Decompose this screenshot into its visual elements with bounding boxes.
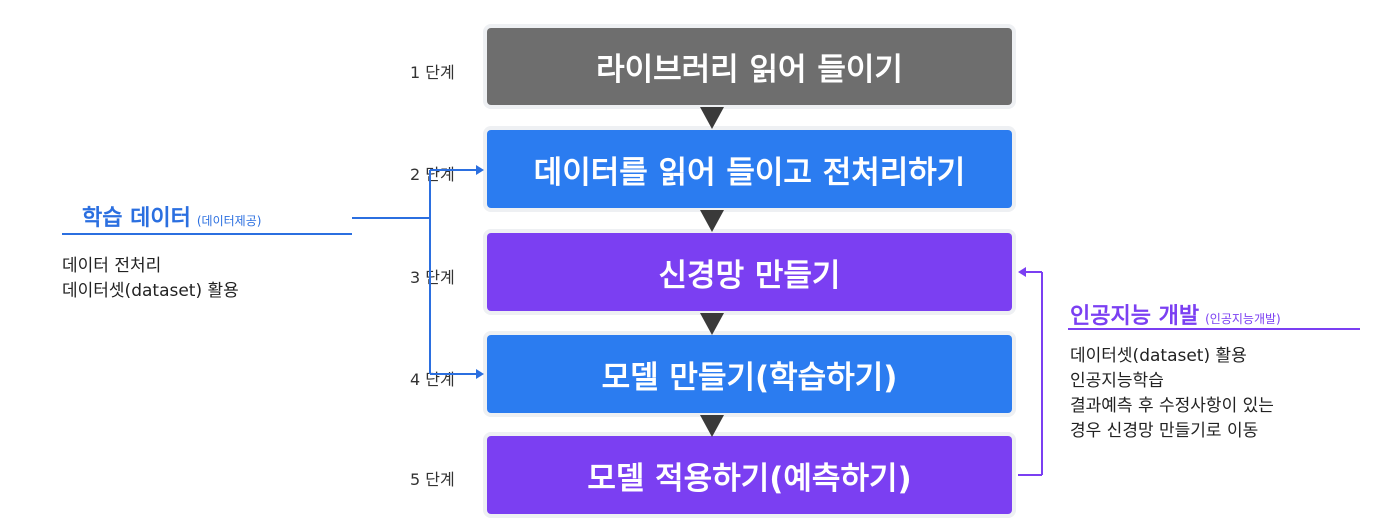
step-5-title: 모델 적용하기(예측하기) [587, 460, 912, 497]
step-3-title: 신경망 만들기 [658, 257, 841, 294]
arrow-down-2-3 [700, 210, 724, 232]
step-5-label: 5 단계 [410, 470, 455, 489]
ai-dev-line: 인공지능학습 [1070, 371, 1164, 391]
ai-dev-connector [1018, 271, 1043, 476]
training-data-connector [352, 169, 478, 375]
step-1-box: 라이브러리 읽어 들이기 [487, 28, 1012, 105]
training-data-line: 데이터 전처리 [62, 256, 162, 276]
step-1-label: 1 단계 [410, 63, 455, 82]
ai-dev-title: 인공지능 개발 (인공지능개발) [1070, 298, 1281, 330]
arrow-right-step-4 [476, 369, 484, 379]
ai-dev-title-text: 인공지능 개발 [1070, 304, 1200, 329]
ai-dev-subtitle: (인공지능개발) [1205, 312, 1281, 326]
training-data-subtitle: (데이터제공) [196, 214, 262, 228]
step-4-box: 모델 만들기(학습하기) [487, 335, 1012, 413]
training-data-title-text: 학습 데이터 [82, 206, 191, 231]
step-5-box: 모델 적용하기(예측하기) [487, 436, 1012, 514]
step-3-box: 신경망 만들기 [487, 233, 1012, 311]
ai-dev-underline [1068, 328, 1360, 330]
arrow-right-step-2 [476, 165, 484, 175]
ai-dev-description: 데이터셋(dataset) 활용 인공지능학습 결과예측 후 수정사항이 있는 … [1070, 344, 1274, 444]
arrow-down-1-2 [700, 107, 724, 129]
step-2-box: 데이터를 읽어 들이고 전처리하기 [487, 130, 1012, 208]
step-3-label: 3 단계 [410, 268, 455, 287]
arrow-down-4-5 [700, 415, 724, 437]
step-4-title: 모델 만들기(학습하기) [601, 359, 898, 396]
ai-dev-line: 경우 신경망 만들기로 이동 [1070, 421, 1259, 441]
training-data-description: 데이터 전처리 데이터셋(dataset) 활용 [62, 254, 239, 304]
step-1-title: 라이브러리 읽어 들이기 [596, 52, 903, 88]
training-data-title: 학습 데이터 (데이터제공) [82, 200, 261, 232]
step-2-title: 데이터를 읽어 들이고 전처리하기 [533, 154, 966, 191]
ai-dev-line: 데이터셋(dataset) 활용 [1070, 346, 1247, 366]
arrow-down-3-4 [700, 313, 724, 335]
arrow-left-step-3 [1018, 267, 1026, 277]
training-data-line: 데이터셋(dataset) 활용 [62, 281, 239, 301]
ai-dev-line: 결과예측 후 수정사항이 있는 [1070, 396, 1274, 416]
training-data-underline [62, 233, 352, 235]
